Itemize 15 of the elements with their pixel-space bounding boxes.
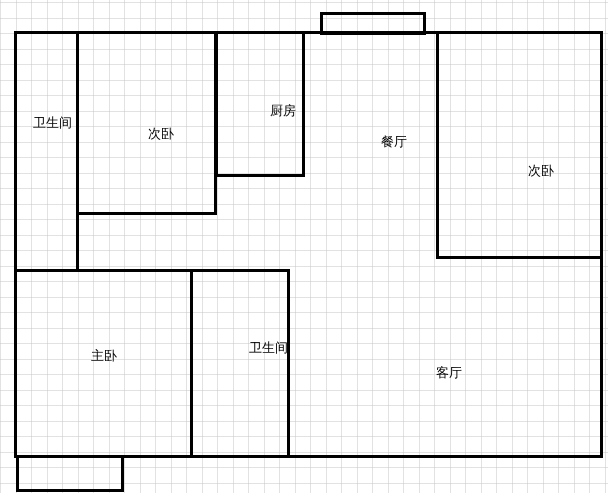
room	[190, 269, 290, 458]
room	[215, 31, 305, 177]
room-name: 客厅	[436, 367, 462, 380]
balcony	[16, 455, 124, 492]
balcony	[320, 12, 426, 35]
apartment-outline	[14, 31, 603, 458]
room-name: 厨房	[270, 105, 296, 118]
room-name: 卫生间	[33, 117, 72, 130]
room-name: 卫生间	[249, 342, 288, 355]
room	[76, 31, 217, 215]
room-name: 主卧	[91, 350, 117, 363]
room-name: 次卧	[148, 128, 174, 141]
room-name: 次卧	[528, 165, 554, 178]
room	[436, 31, 603, 259]
room-name: 餐厅	[381, 136, 407, 149]
